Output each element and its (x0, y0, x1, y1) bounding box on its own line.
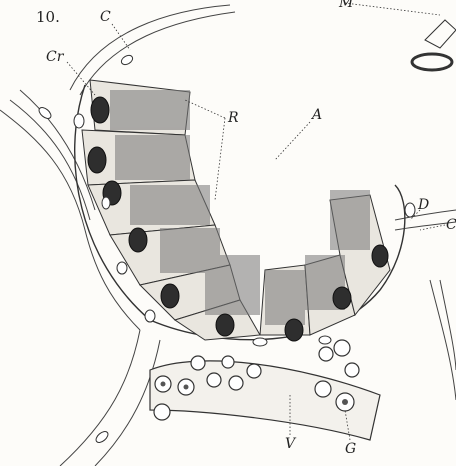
connective-nucleus (405, 203, 415, 217)
label-c-top: C (100, 10, 111, 24)
cell-nucleus (161, 284, 179, 308)
connective-nucleus (117, 262, 127, 274)
granular-zone (110, 90, 190, 130)
organelle-ring (412, 54, 452, 70)
blood-cell (345, 363, 359, 377)
label-cr: Cr (46, 50, 63, 64)
cell-nucleus (333, 287, 351, 309)
capsule-outline (70, 5, 230, 90)
granular-zone (130, 185, 210, 225)
blood-cell (229, 376, 243, 390)
label-m: M (339, 0, 353, 10)
connective-nucleus (74, 114, 84, 128)
blood-cell (315, 381, 331, 397)
blood-cell (191, 356, 205, 370)
connective-nucleus (319, 336, 331, 344)
blood-cell (222, 356, 234, 368)
cell-nucleus (88, 147, 106, 173)
cell-nucleus (216, 314, 234, 336)
blood-cell-center (342, 399, 348, 405)
connective-nucleus (37, 105, 53, 120)
granular-zone (265, 270, 305, 325)
granular-zone (115, 135, 190, 180)
connective-nucleus (253, 338, 267, 346)
leader-line-M (345, 3, 440, 15)
figure-number: 10. (36, 10, 60, 25)
connective-nucleus (102, 197, 110, 209)
connective-nucleus (94, 429, 110, 444)
blood-cell (207, 373, 221, 387)
blood-cell (334, 340, 350, 356)
cell-nucleus (372, 245, 388, 267)
cell-nucleus (285, 319, 303, 341)
blood-cell (154, 404, 170, 420)
blood-cell-center (161, 382, 166, 387)
leader-line-R (215, 118, 225, 200)
right-strand (440, 280, 456, 370)
granular-zone (330, 190, 370, 250)
blood-cell-center (184, 385, 189, 390)
granular-zone (205, 255, 260, 315)
leader-line-A (275, 122, 310, 160)
cell-nucleus (91, 97, 109, 123)
blood-cell (247, 364, 261, 378)
label-g: G (345, 442, 356, 456)
connective-tissue-strand (60, 330, 140, 466)
label-v: V (285, 437, 295, 451)
label-r: R (228, 111, 239, 125)
label-a: A (312, 108, 322, 122)
connective-nucleus (120, 54, 134, 67)
blood-cell (319, 347, 333, 361)
organelle-fragment (425, 20, 456, 48)
label-d: D (418, 198, 429, 212)
leader-line-R (185, 100, 225, 118)
connective-nucleus (145, 310, 155, 322)
cell-nucleus (129, 228, 147, 252)
label-c-right: C (446, 218, 456, 232)
